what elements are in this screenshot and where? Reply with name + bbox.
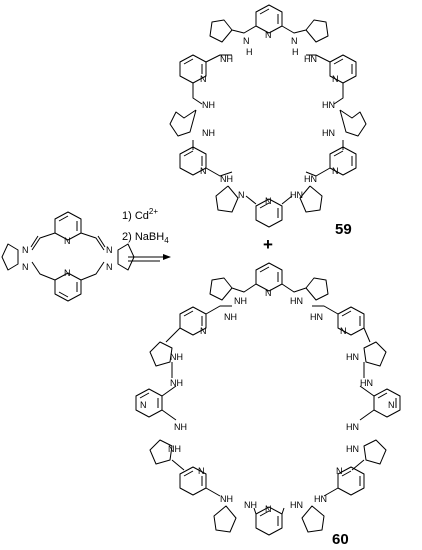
amine-hn-label: HN (322, 128, 335, 138)
amine-hn-label: HN (290, 296, 303, 306)
right-cyclopentane (117, 243, 135, 271)
amine-n-label: N (243, 36, 250, 46)
pyridine-n-label: N (265, 288, 272, 298)
amine-nh-label: NH (220, 494, 233, 504)
imine-n-label: N (22, 245, 29, 255)
starting-macrocycle: N N N N N N (1, 211, 135, 302)
compound-60-label: 60 (332, 531, 349, 548)
amine-hn-label: HN (290, 190, 303, 200)
amine-h-label: H (292, 47, 299, 57)
pyridine-n-label: N (198, 466, 205, 476)
imine-n-label: N (106, 245, 113, 255)
amine-hn-label: HN (314, 494, 327, 504)
amine-nh-label: NH (174, 422, 187, 432)
imine-n-label: N (22, 262, 29, 272)
amine-hn-label: HN (346, 444, 359, 454)
macrocycle-backbone (255, 4, 283, 34)
amine-hn-label: HN (290, 500, 303, 510)
pyridine-n-label: N (265, 30, 272, 40)
amine-nh-label: NH (170, 352, 183, 362)
amine-hn-label: HN (346, 352, 359, 362)
amine-nh-label: NH (168, 444, 181, 454)
amine-nh-label: NH (220, 54, 233, 64)
pyridine-n-label: N (64, 236, 71, 246)
condition-step-1: 1) Cd2+ (122, 207, 158, 222)
amine-nh-label: NH (202, 100, 215, 110)
compound-59-label: 59 (335, 221, 352, 238)
amine-hn-label: HN (310, 312, 323, 322)
amine-nh-label: NH (244, 500, 257, 510)
pyridine-n-label: N (265, 504, 272, 514)
product-59-macrocycle: N N H N H N N NH HN NH HN NH HN N N NH H… (169, 4, 367, 228)
amine-h-label: H (246, 47, 253, 57)
pyridine-n-label: N (200, 166, 207, 176)
pyridine-n-label: N (140, 400, 147, 410)
condition-step-2: 2) NaBH4 (122, 231, 169, 245)
amine-hn-label: HN (346, 422, 359, 432)
pyridine-n-label: N (265, 196, 272, 206)
amine-nh-label: NH (170, 378, 183, 388)
amine-nh-label: NH (234, 296, 247, 306)
bottom-pyridine-ring: N (54, 268, 82, 302)
amine-hn-label: HN (304, 54, 317, 64)
amine-nh-label: NH (202, 128, 215, 138)
reaction-conditions: 1) Cd2+ 2) NaBH4 (122, 207, 171, 262)
pyridine-n-label: N (64, 268, 71, 278)
product-60-macrocycle: N NH HN N N NH HN NH HN NH HN N N NH HN … (135, 262, 401, 536)
imine-n-label: N (106, 262, 113, 272)
amine-hn-label: HN (304, 174, 317, 184)
plus-sign: + (263, 235, 273, 254)
pyridine-n-label: N (332, 74, 339, 84)
pyridine-n-label: N (200, 74, 207, 84)
top-pyridine-ring: N (54, 211, 82, 246)
amine-hn-label: HN (360, 378, 373, 388)
pyridine-n-label: N (388, 400, 395, 410)
amine-n-label: N (291, 36, 298, 46)
pyridine-n-label: N (336, 466, 343, 476)
left-cyclopentane (1, 243, 19, 271)
amine-hn-label: HN (322, 100, 335, 110)
pyridine-n-label: N (332, 166, 339, 176)
amine-nh-label: NH (224, 312, 237, 322)
pyridine-n-label: N (200, 326, 207, 336)
amine-nh-label: NH (220, 174, 233, 184)
pyridine-n-label: N (340, 326, 347, 336)
amine-n-label: N (238, 190, 245, 200)
